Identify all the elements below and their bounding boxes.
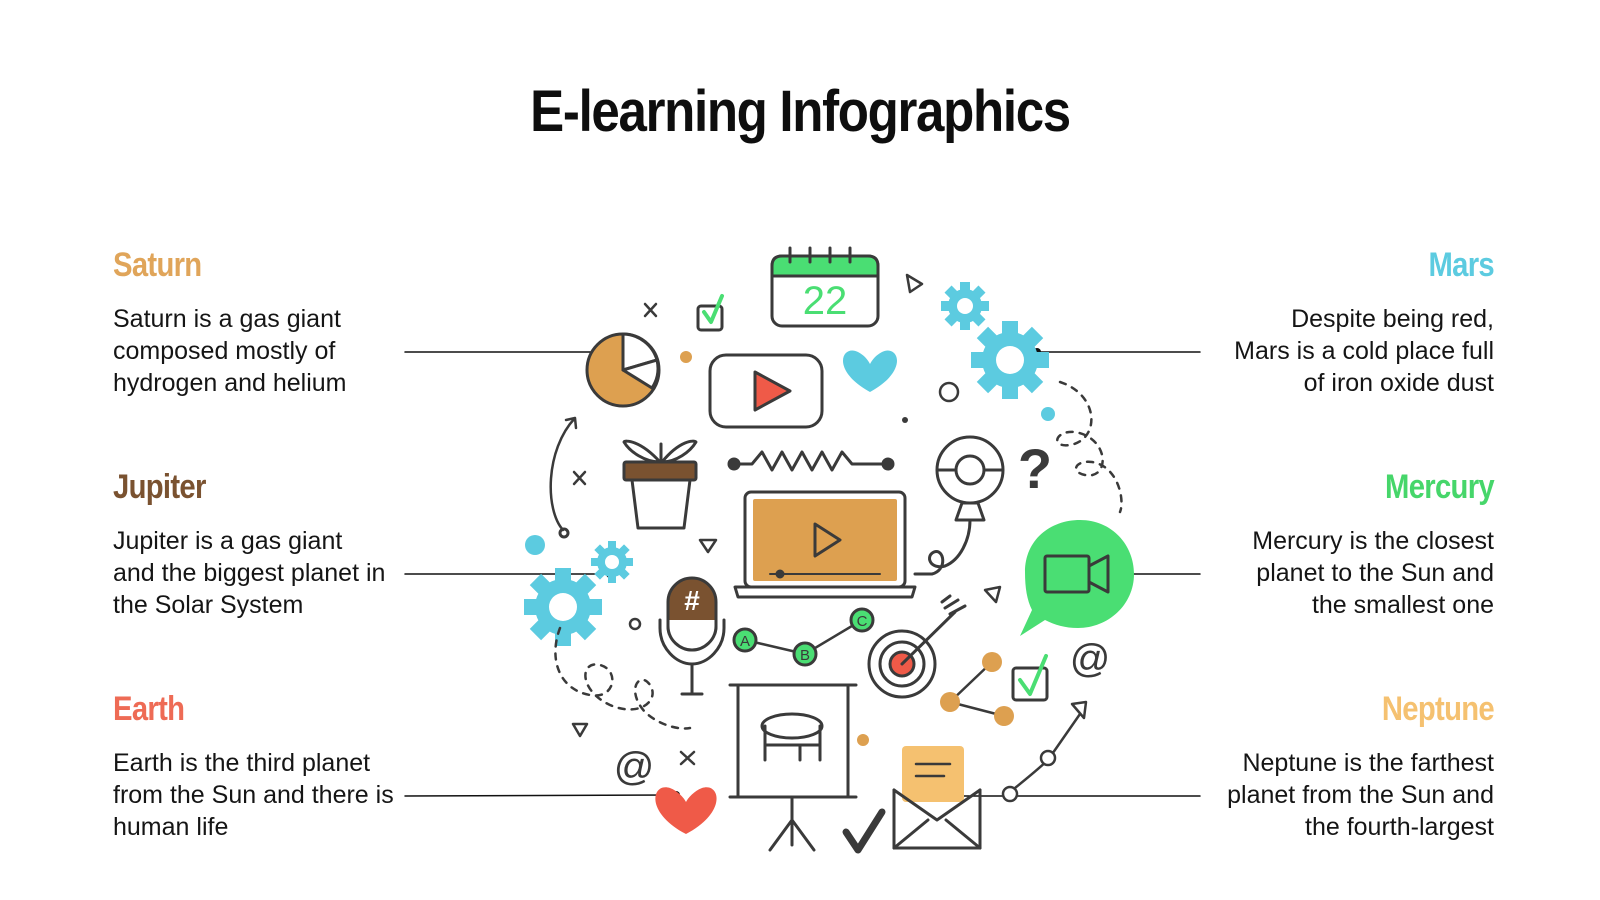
dashed-swirl-left — [554, 626, 692, 730]
mars-heading: Mars — [1428, 246, 1494, 284]
node-graph-icon: A B C — [732, 607, 875, 667]
jupiter-heading: Jupiter — [113, 468, 206, 506]
mercury-block: Mercury Mercury is the closest planet to… — [1164, 468, 1494, 621]
plant-pot-icon — [622, 439, 698, 530]
mercury-heading: Mercury — [1385, 468, 1495, 506]
checkbox-right-icon — [1011, 654, 1049, 702]
saturn-heading: Saturn — [113, 246, 202, 284]
pie-chart-icon — [585, 332, 661, 408]
play-button-icon — [708, 353, 824, 429]
node-c-label: C — [857, 613, 868, 630]
neptune-description: Neptune is the farthest planet from the … — [1227, 749, 1494, 841]
progress-arrow-icon — [1001, 700, 1088, 803]
at-sign-icon-left: @ — [614, 745, 655, 789]
mic-grille: # — [684, 585, 700, 616]
page-title: E-learning Infographics — [530, 79, 1071, 144]
heart-icon — [843, 350, 897, 392]
arrow-tail-dot — [558, 527, 570, 539]
neptune-heading: Neptune — [1381, 690, 1495, 728]
node-a-label: A — [740, 633, 750, 650]
earth-block: Earth Earth is the third planet from the… — [113, 690, 443, 843]
saturn-block: Saturn Saturn is a gas giant composed mo… — [113, 246, 443, 399]
jupiter-block: Jupiter Jupiter is a gas giant and the b… — [113, 468, 443, 621]
laptop-icon — [733, 490, 917, 599]
saturn-description: Saturn is a gas giant composed mostly of… — [113, 305, 347, 397]
checkbox-icon — [696, 294, 724, 332]
molecule-icon — [940, 652, 1014, 726]
whiteboard-icon — [728, 683, 858, 852]
mars-description: Despite being red, Mars is a cold place … — [1234, 305, 1494, 397]
earth-description: Earth is the third planet from the Sun a… — [113, 749, 394, 841]
decor-shapes — [571, 273, 1002, 766]
soundwave-end-left — [727, 457, 741, 471]
dot-orange-2 — [857, 734, 869, 746]
dot-teal-1 — [1041, 407, 1055, 421]
microphone-icon: # — [658, 576, 726, 696]
checkmark-icon — [842, 808, 886, 854]
target-icon — [867, 594, 967, 699]
dot-dark — [902, 417, 908, 423]
curvy-arrow-icon — [549, 416, 578, 532]
neptune-block: Neptune Neptune is the farthest planet f… — [1164, 690, 1495, 843]
soundwave-end-right — [881, 457, 895, 471]
soundwave-icon — [732, 450, 890, 472]
at-sign-icon-right: @ — [1070, 637, 1111, 681]
dashed-swirl-right — [1056, 380, 1123, 514]
video-call-bubble-icon — [1020, 520, 1134, 636]
dot-orange-1 — [680, 351, 692, 363]
jupiter-description: Jupiter is a gas giant and the biggest p… — [113, 527, 386, 619]
red-heart-icon — [655, 787, 717, 834]
mars-block: Mars Despite being red, Mars is a cold p… — [1164, 246, 1495, 399]
dot-teal-2 — [525, 535, 545, 555]
calendar-icon: 22 — [770, 246, 880, 328]
mercury-description: Mercury is the closest planet to the Sun… — [1252, 527, 1494, 619]
node-b-label: B — [800, 647, 810, 664]
question-mark-icon: ? — [1018, 437, 1052, 500]
webcam-icon — [913, 435, 1005, 576]
envelope-icon — [892, 746, 982, 850]
earth-connector — [404, 794, 677, 797]
earth-heading: Earth — [113, 690, 185, 728]
calendar-day: 22 — [803, 279, 848, 323]
